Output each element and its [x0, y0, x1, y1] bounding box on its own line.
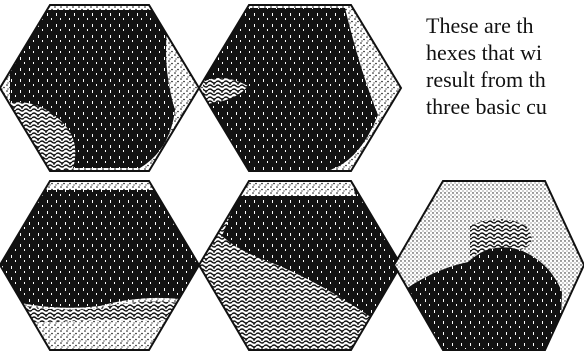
hex-tile-1	[0, 0, 200, 175]
caption-line-2: hexes that wi	[426, 39, 584, 66]
caption-line-3: result from th	[426, 66, 584, 93]
hex-tile-5	[390, 178, 584, 356]
hex-tile-4	[195, 178, 405, 356]
hex-tile-2	[195, 0, 405, 175]
caption-line-4: three basic cu	[426, 93, 584, 120]
hex-tile-3	[0, 178, 200, 356]
caption-text: These are th hexes that wi result from t…	[426, 12, 584, 120]
caption-line-1: These are th	[426, 12, 584, 39]
